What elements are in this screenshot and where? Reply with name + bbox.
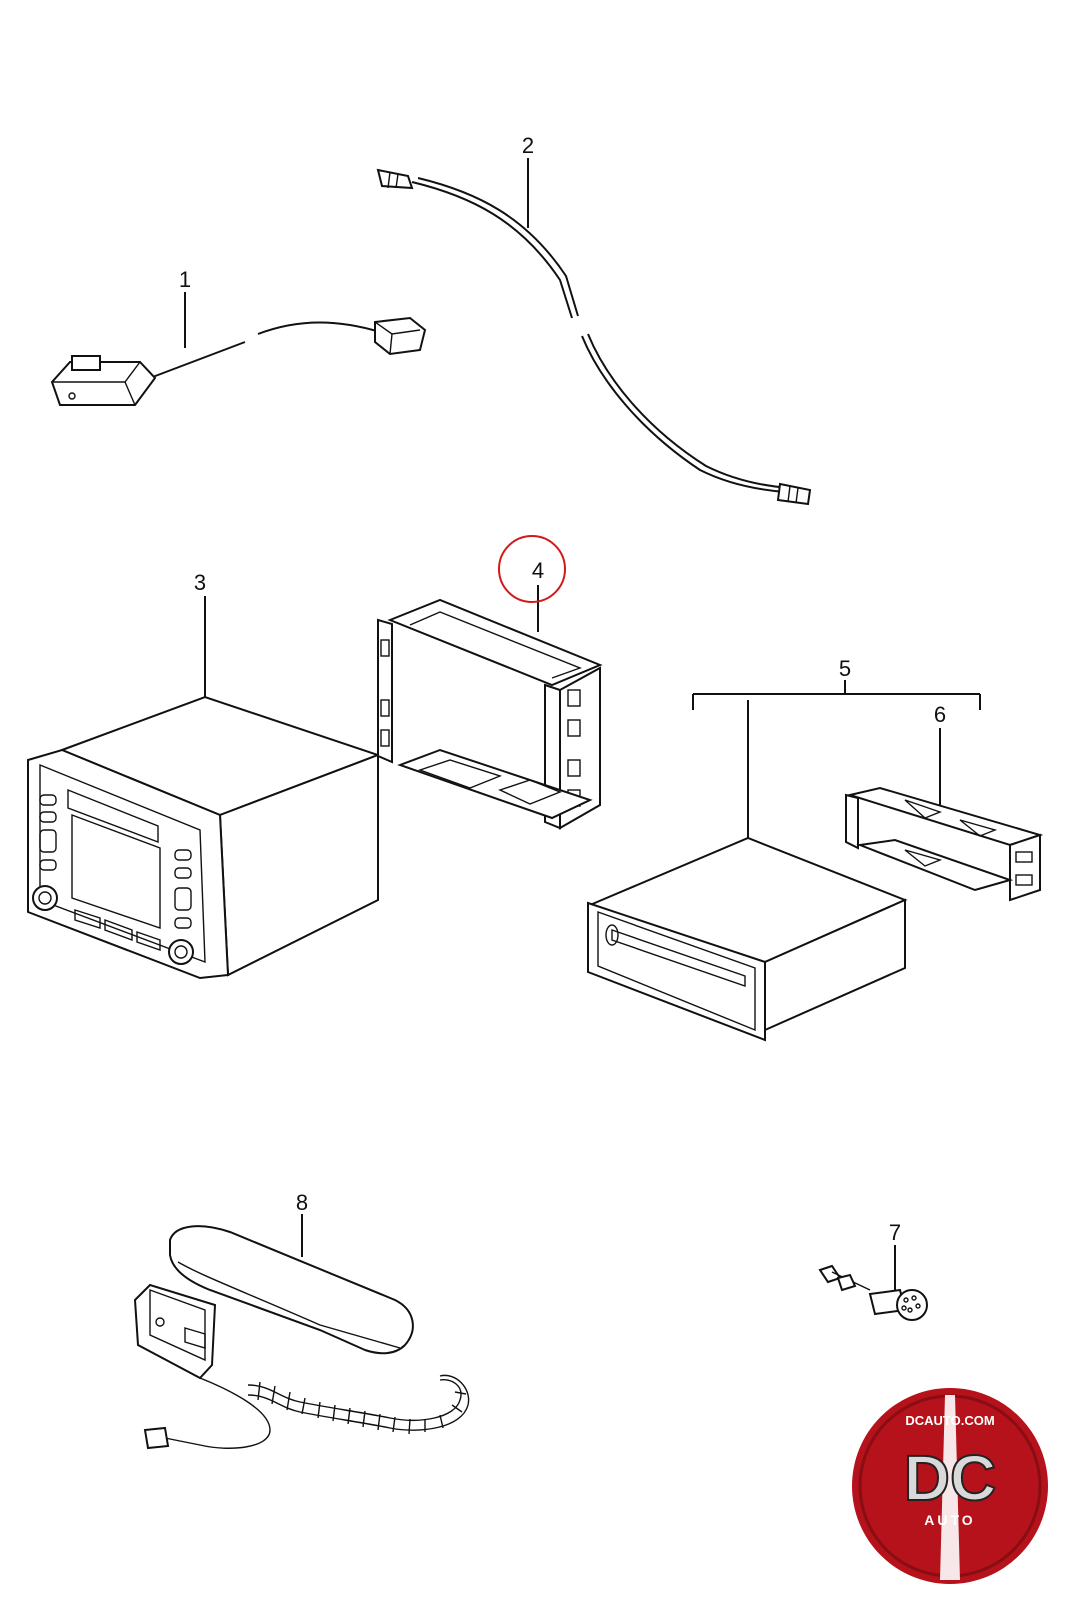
part-1-antenna <box>50 292 427 406</box>
highlight-circle <box>498 535 566 603</box>
logo-main-text: DC <box>904 1442 996 1514</box>
logo-sub-text: AUTO <box>924 1512 975 1528</box>
dcauto-logo: DCAUTO.COM DC AUTO <box>852 1388 1048 1584</box>
part-3-nav-unit <box>27 596 381 980</box>
callout-7: 7 <box>889 1220 901 1245</box>
callout-3: 3 <box>194 570 206 595</box>
part-7-microphone <box>818 1245 928 1321</box>
part-8-handset <box>133 1214 470 1450</box>
part-6-frame <box>845 728 1044 902</box>
part-2-cable <box>376 158 812 506</box>
coil-rings <box>257 1381 467 1435</box>
part-4-frame <box>377 585 603 830</box>
callout-1: 1 <box>179 267 191 292</box>
callout-5: 5 <box>839 656 851 681</box>
callout-8: 8 <box>296 1190 308 1215</box>
callout-2: 2 <box>522 133 534 158</box>
callout-4: 4 <box>532 558 544 583</box>
part-5-single-din-unit <box>587 680 981 1042</box>
callout-6: 6 <box>934 702 946 727</box>
logo-top-text: DCAUTO.COM <box>905 1413 994 1428</box>
